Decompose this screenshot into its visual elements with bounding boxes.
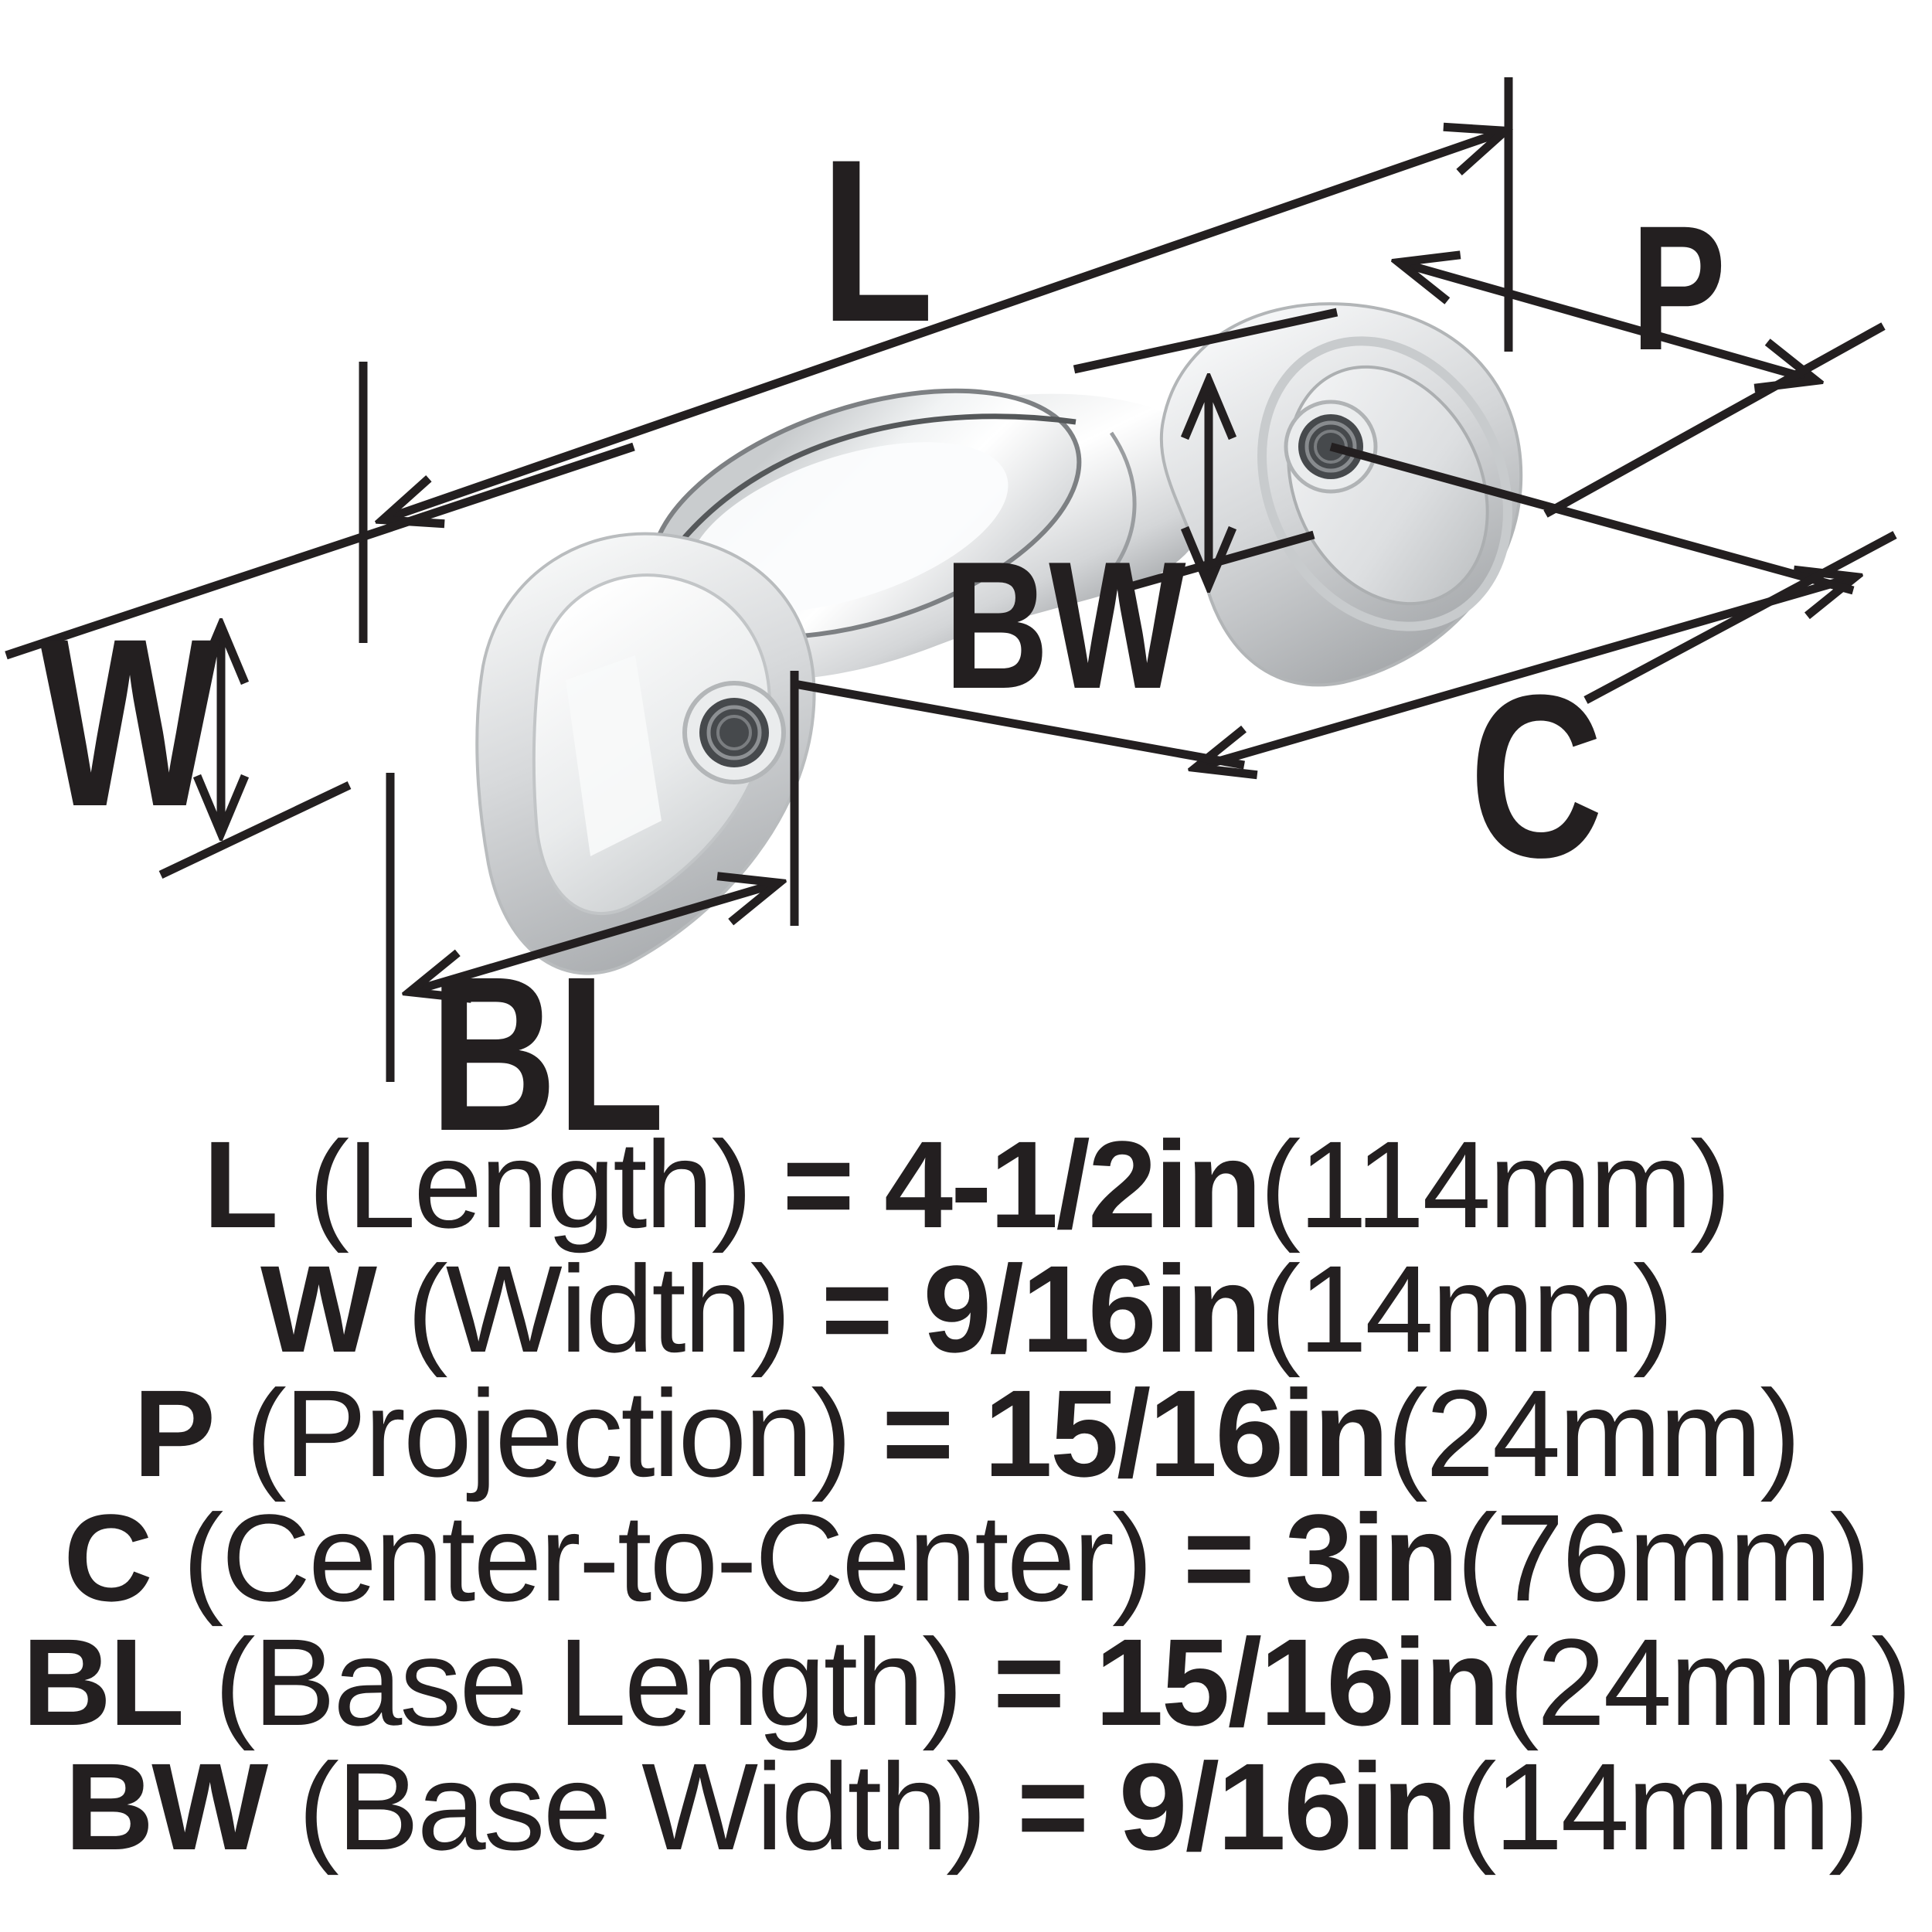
spec-equals: = <box>882 1364 954 1502</box>
label-base-length: BL <box>430 930 665 1177</box>
spec-symbol: L <box>202 1115 279 1253</box>
spec-name: (Width) <box>406 1240 791 1378</box>
spec-symbol: P <box>133 1364 216 1502</box>
spec-value: 15/16in <box>1094 1613 1501 1751</box>
spec-row-center-to-center: C (Center-to-Center) = 3in(76mm) <box>0 1495 1932 1620</box>
spec-value: 3in <box>1284 1488 1459 1627</box>
left-screw-hole-thread <box>706 705 762 760</box>
spec-value: 9/16in <box>923 1240 1262 1378</box>
leader-line-left-base <box>794 679 1245 770</box>
dimension-lines <box>5 77 1897 1082</box>
dimension-labels: L P W BW C BL <box>39 111 1726 1176</box>
spec-name: (Base Width) <box>298 1737 988 1876</box>
left-screw-hole-thread <box>716 715 752 750</box>
spec-equals: = <box>1016 1737 1089 1876</box>
label-length: L <box>821 111 934 370</box>
label-center-to-center: C <box>1469 646 1603 906</box>
spec-name: (Projection) <box>245 1364 852 1502</box>
spec-symbol: BL <box>22 1613 185 1751</box>
spec-row-base-width: BW (Base Width) = 9/16in(14mm) <box>0 1744 1932 1869</box>
dim-line-base-length <box>411 883 777 992</box>
dim-line-center-to-center <box>1197 577 1854 767</box>
spec-name: (Length) <box>308 1115 753 1253</box>
spec-equals: = <box>1182 1488 1255 1627</box>
spec-row-base-length: BL (Base Length) = 15/16in(24mm) <box>0 1620 1932 1744</box>
spec-name: (Base Length) <box>214 1613 963 1751</box>
spec-row-width: W (Width) = 9/16in(14mm) <box>0 1247 1932 1371</box>
left-base-face-highlight <box>566 655 662 856</box>
label-projection: P <box>1631 189 1726 387</box>
spec-metric: (24mm) <box>1498 1613 1912 1751</box>
spec-metric: (114mm) <box>1260 1115 1731 1253</box>
spec-metric: (76mm) <box>1456 1488 1871 1627</box>
spec-symbol: BW <box>64 1737 269 1876</box>
spec-value: 15/16in <box>983 1364 1389 1502</box>
spec-row-length: L (Length) = 4-1/2in(114mm) <box>0 1122 1932 1247</box>
ext-line-base-width-lower <box>1121 530 1315 594</box>
spec-value: 4-1/2in <box>884 1115 1262 1253</box>
spec-metric: (14mm) <box>1455 1737 1869 1876</box>
spec-metric: (24mm) <box>1386 1364 1801 1502</box>
left-base <box>475 532 816 975</box>
spec-symbol: W <box>260 1240 377 1378</box>
ext-line-width-lower <box>158 781 352 879</box>
spec-equals: = <box>992 1613 1065 1751</box>
ext-line-front-plane-upper <box>1543 322 1886 518</box>
dim-line-length <box>384 131 1504 519</box>
ext-line-base-width-upper <box>1073 308 1338 374</box>
ext-line-top-plane <box>5 442 635 660</box>
label-width: W <box>39 590 222 857</box>
spec-metric: (14mm) <box>1259 1240 1674 1378</box>
spec-row-projection: P (Projection) = 15/16in(24mm) <box>0 1371 1932 1495</box>
ext-line-front-plane-lower <box>1583 531 1897 704</box>
spec-equals: = <box>821 1240 893 1378</box>
leader-line-right-hole <box>1329 442 1855 595</box>
spec-symbol: C <box>63 1488 153 1627</box>
spec-value: 9/16in <box>1118 1737 1458 1876</box>
spec-list: L (Length) = 4-1/2in(114mm) W (Width) = … <box>0 1122 1932 1869</box>
dim-line-projection <box>1400 263 1815 380</box>
spec-name: (Center-to-Center) <box>182 1488 1153 1627</box>
spec-equals: = <box>782 1115 854 1253</box>
label-base-width: BW <box>944 524 1185 727</box>
